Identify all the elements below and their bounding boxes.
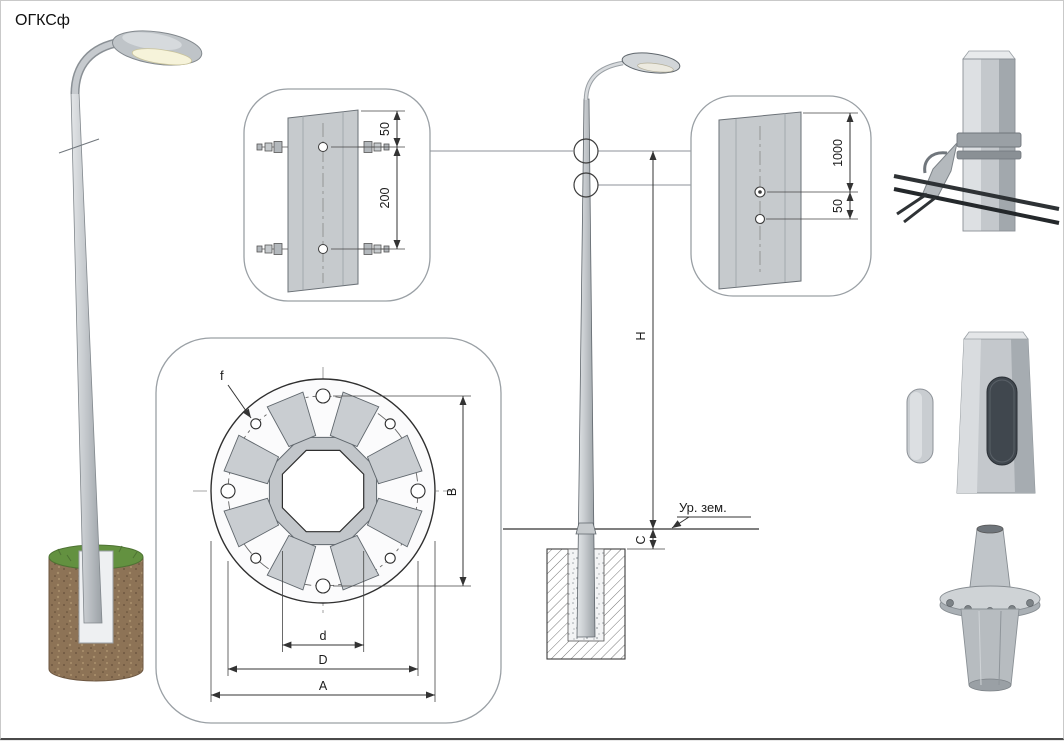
cable-clamp-3d-render bbox=[893, 50, 1060, 232]
clamp-band bbox=[956, 132, 1022, 148]
cable-hole bbox=[754, 213, 766, 225]
access-door-opening bbox=[986, 376, 1018, 466]
bolt-hole bbox=[220, 483, 236, 499]
detail-cable-holes: 1000 50 bbox=[690, 95, 872, 297]
lamp-arm bbox=[72, 39, 122, 95]
base-tube bbox=[968, 528, 1012, 596]
dim-50-top: 50 bbox=[378, 122, 392, 136]
dim-A: A bbox=[319, 679, 328, 693]
dim-1000: 1000 bbox=[831, 139, 845, 167]
detail-top-clamps: 50 200 bbox=[243, 88, 431, 302]
pole-3d-render bbox=[48, 30, 203, 682]
lamp-lens bbox=[131, 48, 193, 66]
bolt-hole bbox=[410, 483, 426, 499]
dim-C: C bbox=[634, 535, 648, 544]
wedge-clamp bbox=[922, 141, 958, 199]
grass-blades bbox=[57, 545, 138, 562]
pole-shaft-elevation bbox=[576, 98, 596, 638]
callout-circle-upper bbox=[573, 138, 599, 164]
dim-200: 200 bbox=[378, 188, 392, 209]
foundation-sleeve bbox=[960, 608, 1020, 686]
bolt-hole-small bbox=[384, 552, 396, 564]
lamp-head bbox=[112, 30, 203, 66]
flange-base-3d-render bbox=[939, 524, 1041, 692]
section-hole bbox=[318, 244, 328, 254]
luminaire-elevation bbox=[621, 52, 681, 74]
dim-H: H bbox=[634, 331, 648, 340]
pole-base-collar bbox=[575, 522, 597, 535]
bolt-hole bbox=[315, 578, 331, 594]
dim-D: D bbox=[318, 653, 327, 667]
break-mark bbox=[58, 138, 100, 154]
bolt-hole-small bbox=[250, 418, 262, 430]
bolt-hole-small bbox=[384, 418, 396, 430]
bolt-hole-small bbox=[250, 552, 262, 564]
callout-circle-lower bbox=[573, 172, 599, 198]
door-3d-render bbox=[906, 331, 1036, 494]
pole-shaft-3d bbox=[70, 91, 103, 624]
ground-level-arrow bbox=[671, 516, 690, 529]
bolt-hole bbox=[315, 388, 331, 404]
tube-opening bbox=[976, 524, 1004, 534]
section-hole bbox=[318, 142, 328, 152]
dim-f-label: f bbox=[220, 368, 224, 383]
ground-level-label: Ур. зем. bbox=[679, 500, 727, 515]
dim-d: d bbox=[320, 629, 327, 643]
flange-center-hole bbox=[281, 449, 365, 533]
drawing-title: ОГКСф bbox=[15, 12, 70, 29]
cables bbox=[893, 174, 1060, 225]
pole-section-strip bbox=[718, 111, 802, 290]
flange-plan-detail: f B d D A bbox=[155, 337, 502, 724]
f-leader bbox=[227, 384, 252, 419]
pole-elevation: H C Ур. зем. bbox=[503, 52, 759, 660]
dim-B: B bbox=[445, 488, 459, 496]
dim-50-right: 50 bbox=[831, 199, 845, 213]
bolt-holes bbox=[220, 388, 426, 594]
